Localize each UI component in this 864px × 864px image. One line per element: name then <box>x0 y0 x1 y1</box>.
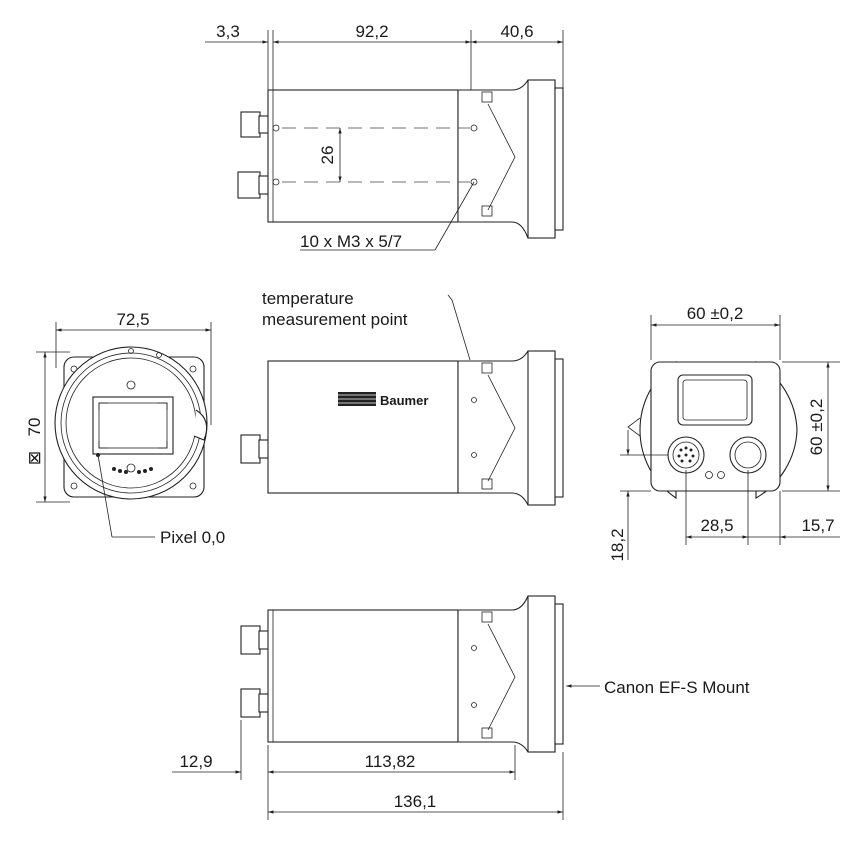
bottom-view: Canon EF-S Mount 12,9 113,82 136,1 <box>172 595 750 820</box>
rear-view: 60 ±0,2 60 ±0,2 <box>608 304 840 562</box>
dim-60-height: 60 ±0,2 <box>807 399 826 456</box>
temperature-label-line1: temperature <box>262 289 354 308</box>
dim-60-width: 60 ±0,2 <box>687 304 744 323</box>
front-view: 72,5 70 ⊠ Pixel 0,0 <box>25 310 225 547</box>
dim-28-5: 28,5 <box>700 516 733 535</box>
side-body <box>267 360 459 494</box>
dim-113-82: 113,82 <box>365 752 416 771</box>
dim-3-3: 3,3 <box>216 22 240 41</box>
top-view: 3,3 92,2 40,6 26 10 x M3 x 5/7 <box>205 22 564 251</box>
bottom-body <box>267 609 459 743</box>
dim-92-2: 92,2 <box>355 22 388 41</box>
dim-136-1: 136,1 <box>394 792 437 811</box>
brand-logo: Baumer <box>380 393 428 408</box>
side-view: temperature measurement point Baumer <box>240 289 564 506</box>
dim-40-6: 40,6 <box>500 22 533 41</box>
dim-72-5: 72,5 <box>116 310 149 329</box>
mount-label: Canon EF-S Mount <box>604 678 750 697</box>
status-window <box>677 374 753 426</box>
dim-26: 26 <box>318 146 337 165</box>
dim-70: 70 <box>25 418 44 437</box>
dim-12-9: 12,9 <box>179 752 212 771</box>
dim-18-2: 18,2 <box>608 528 627 561</box>
square-symbol: ⊠ <box>25 451 44 465</box>
dim-15-7: 15,7 <box>801 516 834 535</box>
sensor <box>92 396 174 455</box>
temperature-label-line2: measurement point <box>262 310 408 329</box>
top-body <box>267 89 459 223</box>
thread-spec-label: 10 x M3 x 5/7 <box>300 232 402 251</box>
pixel-origin-label: Pixel 0,0 <box>160 528 225 547</box>
